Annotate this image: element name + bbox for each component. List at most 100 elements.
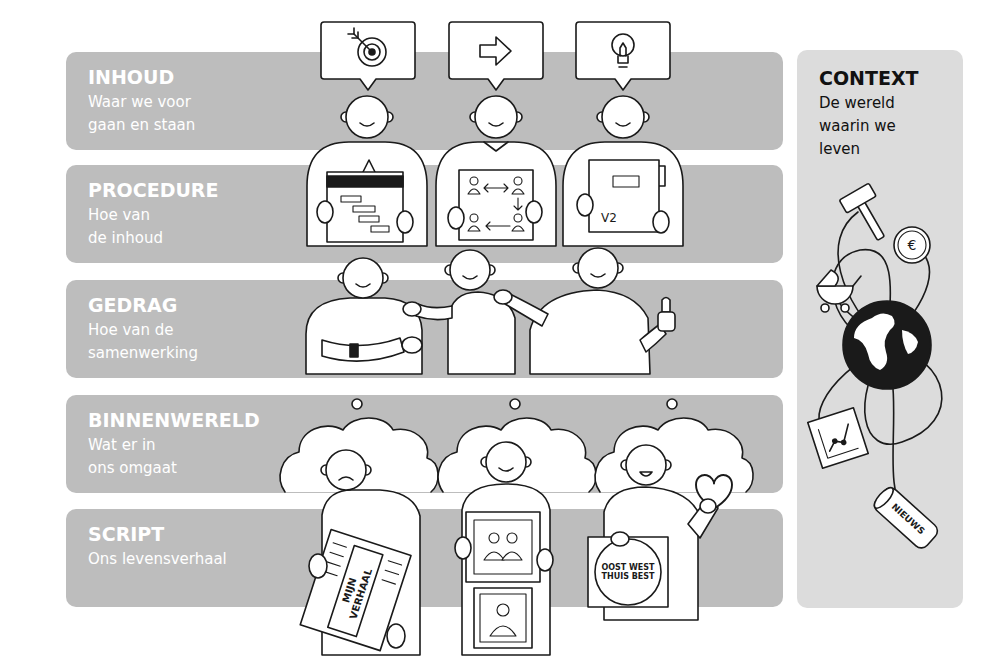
context-world (902, 330, 918, 354)
person-plan (360, 123, 374, 126)
illustration-label: V2 (601, 212, 617, 226)
context-world (839, 183, 876, 213)
person-photo-frames (486, 442, 526, 482)
person-plan (327, 172, 403, 242)
context-world (817, 286, 853, 304)
person-photo-frames (462, 484, 550, 655)
persons-cooperating (343, 258, 383, 298)
band-description: Wat er in ons omgaat (88, 434, 186, 480)
persons-cooperating (306, 298, 422, 374)
context-world (898, 231, 926, 259)
person-flowchart (512, 189, 524, 194)
persons-cooperating (530, 290, 650, 374)
thought-cloud (438, 418, 596, 492)
person-plate-heart (700, 499, 716, 513)
person-plan (346, 96, 388, 138)
band-heading: INHOUD (88, 66, 783, 88)
speech-bubble-goal (348, 28, 358, 38)
person-flowchart (512, 226, 524, 231)
speech-bubble-arrow (449, 22, 543, 90)
person-story-book (328, 546, 383, 637)
person-flowchart (436, 96, 556, 246)
speech-bubble-goal (354, 34, 371, 51)
persons-cooperating (350, 344, 358, 357)
band-description: Hoe van de samenwerking (88, 319, 204, 365)
person-photo-frames (537, 549, 553, 571)
persons-cooperating (658, 312, 675, 331)
person-folder (563, 142, 683, 246)
speech-bubble-goal (321, 22, 415, 90)
person-flowchart (526, 201, 542, 223)
person-photo-frames (507, 533, 517, 543)
person-flowchart (468, 226, 480, 231)
speech-bubble-arrow (449, 22, 543, 90)
speech-bubble-goal (321, 22, 415, 90)
thought-cloud (510, 399, 520, 409)
context-world (839, 183, 895, 247)
person-folder (602, 96, 644, 138)
thought-cloud (352, 399, 362, 409)
person-flowchart (470, 177, 478, 185)
person-flowchart (514, 214, 522, 222)
context-world (808, 408, 868, 468)
persons-cooperating (578, 248, 618, 288)
person-story-book (300, 450, 420, 655)
illustration-label: OOST WEST THUIS BEST (600, 563, 656, 581)
band-heading: SCRIPT (88, 523, 783, 545)
persons-cooperating (591, 274, 605, 277)
illustration-label: € (908, 237, 917, 253)
person-story-book (387, 624, 405, 648)
person-story-book (339, 477, 353, 480)
context-world (841, 440, 846, 445)
person-plan (341, 196, 361, 202)
thought-cloud (280, 418, 438, 492)
person-flowchart (486, 222, 510, 230)
persons-cooperating (416, 304, 452, 320)
persons-cooperating (322, 338, 404, 361)
person-photo-frames (455, 442, 553, 655)
person-flowchart (514, 198, 522, 210)
context-world (817, 270, 861, 312)
person-plan (307, 142, 427, 246)
persons-cooperating (463, 276, 477, 279)
person-plan (371, 226, 389, 232)
person-photo-frames (466, 512, 540, 582)
context-world (857, 200, 885, 240)
context-world (841, 304, 849, 312)
person-folder (659, 166, 665, 186)
person-photo-frames (474, 520, 532, 574)
band-description: De wereld waarin we leven (819, 92, 923, 161)
person-flowchart (468, 189, 480, 194)
context-world (832, 439, 837, 444)
context-world (818, 420, 858, 458)
context-world (871, 484, 941, 551)
band-description: Waar we voor gaan en staan (88, 91, 210, 137)
context-world (871, 485, 940, 551)
band-heading: BINNENWERELD (88, 409, 783, 431)
thought-cloud (438, 418, 596, 492)
person-photo-frames (474, 588, 532, 648)
person-flowchart (489, 123, 503, 126)
person-photo-frames (490, 626, 516, 636)
person-plate-heart (611, 532, 629, 546)
persons-cooperating (356, 284, 370, 287)
context-world (853, 276, 861, 286)
person-plate-heart (626, 445, 666, 485)
speech-bubble-idea (576, 22, 670, 90)
person-photo-frames (484, 552, 504, 560)
speech-bubble-idea (576, 22, 670, 90)
person-flowchart (475, 96, 517, 138)
person-plate-heart (688, 500, 718, 538)
context-world (817, 270, 838, 286)
person-flowchart (514, 177, 522, 185)
person-flowchart (448, 207, 464, 229)
person-photo-frames (497, 604, 509, 616)
person-story-book (326, 450, 366, 490)
person-story-book (300, 530, 411, 651)
person-plan (327, 176, 403, 187)
thought-cloud (280, 418, 438, 492)
person-photo-frames (502, 552, 522, 560)
persons-cooperating (306, 248, 675, 374)
person-folder (563, 96, 683, 246)
